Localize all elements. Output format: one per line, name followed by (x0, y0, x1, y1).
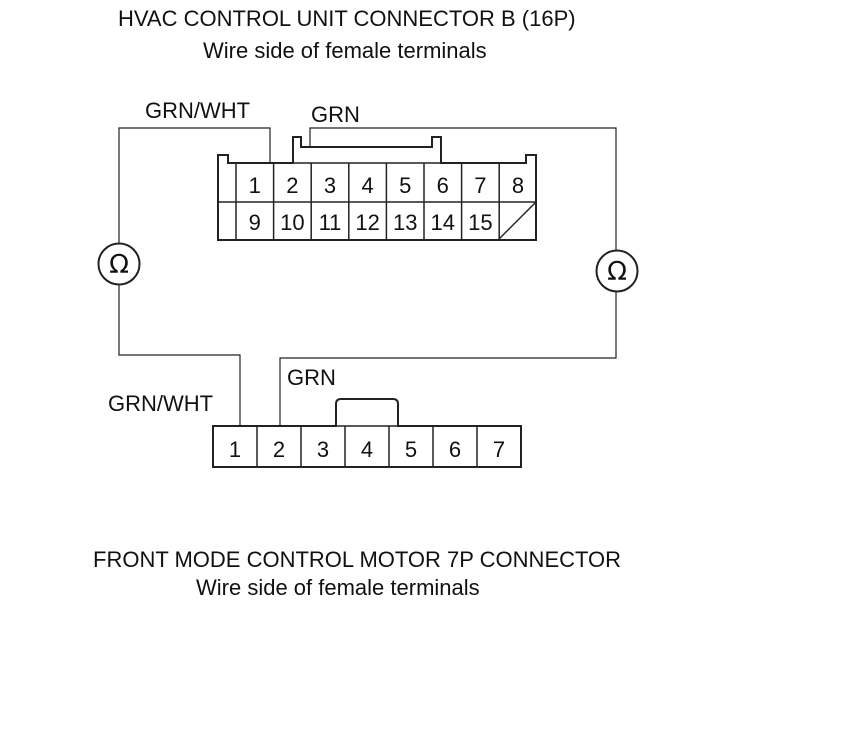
pin-10: 10 (280, 210, 304, 235)
pin-5: 5 (399, 173, 411, 198)
top-connector-title: HVAC CONTROL UNIT CONNECTOR B (16P) (118, 6, 576, 31)
bottom-connector-title: FRONT MODE CONTROL MOTOR 7P CONNECTOR (93, 547, 621, 572)
motor-pin-4: 4 (361, 437, 373, 462)
pin-12: 12 (355, 210, 379, 235)
pin-7: 7 (474, 173, 486, 198)
svg-text:Ω: Ω (607, 257, 627, 287)
pin-11: 11 (319, 210, 342, 235)
pin-2: 2 (286, 173, 298, 198)
pin-4: 4 (361, 173, 373, 198)
pin-13: 13 (393, 210, 417, 235)
blank-cavity-slash (497, 201, 537, 241)
motor-pin-2: 2 (273, 437, 285, 462)
motor-pin-6: 6 (449, 437, 461, 462)
wire-label-grn-wht-top: GRN/WHT (145, 98, 250, 123)
motor-pin-3: 3 (317, 437, 329, 462)
wire-grn-wht (118, 127, 271, 425)
top-connector-subtitle: Wire side of female terminals (203, 38, 487, 63)
pin-1: 1 (249, 173, 261, 198)
pin-3: 3 (324, 173, 336, 198)
pin-14: 14 (431, 210, 455, 235)
ohmmeter-left-icon: Ω (97, 242, 141, 286)
motor-pin-5: 5 (405, 437, 417, 462)
wire-label-grn-top: GRN (311, 102, 360, 127)
mode-motor-connector-pins: 1 2 3 4 5 6 7 (229, 437, 505, 462)
svg-text:Ω: Ω (109, 250, 129, 280)
wire-label-grn-bottom: GRN (287, 365, 336, 390)
pin-15: 15 (468, 210, 492, 235)
motor-pin-7: 7 (493, 437, 505, 462)
pin-8: 8 (512, 173, 524, 198)
pin-6: 6 (437, 173, 449, 198)
bottom-connector-subtitle: Wire side of female terminals (196, 575, 480, 600)
wire-grn (279, 127, 617, 425)
pin-9: 9 (249, 210, 261, 235)
wire-label-grn-wht-bottom: GRN/WHT (108, 391, 213, 416)
mode-motor-connector-7p: 1 2 3 4 5 6 7 (212, 398, 522, 468)
ohmmeter-right-icon: Ω (595, 249, 639, 293)
motor-pin-1: 1 (229, 437, 241, 462)
mode-motor-connector-body (212, 398, 522, 468)
